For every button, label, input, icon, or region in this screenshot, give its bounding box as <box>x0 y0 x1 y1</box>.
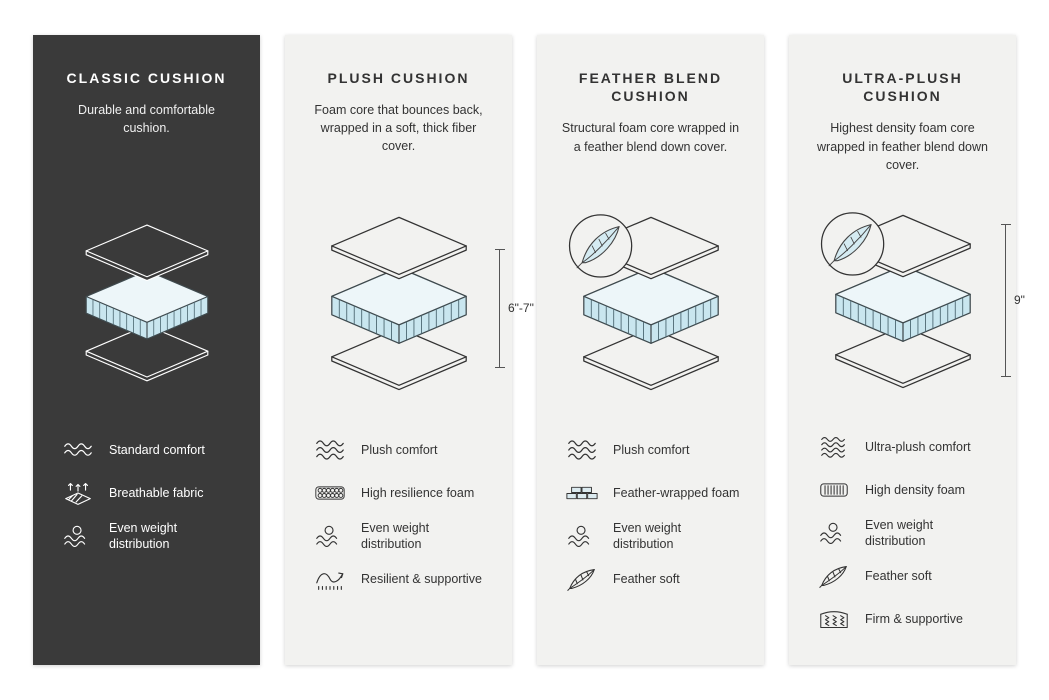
column-header: FEATHER BLEND CUSHION Structural foam co… <box>559 69 742 185</box>
feather-badge-icon <box>568 213 632 278</box>
cushion-illustration: 9" <box>811 184 1025 420</box>
cushion-illustration: 6"-7" <box>307 185 534 423</box>
column-title: ULTRA-PLUSH CUSHION <box>842 70 963 105</box>
feather-badge-icon <box>820 211 884 276</box>
feature-label: Plush comfort <box>613 442 690 457</box>
column-title: FEATHER BLEND CUSHION <box>578 70 723 105</box>
column-header: ULTRA-PLUSH CUSHION Highest density foam… <box>811 69 994 184</box>
column-ultra-plush-cushion: ULTRA-PLUSH CUSHION Highest density foam… <box>789 35 1025 665</box>
feature-item: Plush comfort <box>565 433 742 467</box>
bricks-icon <box>566 486 598 500</box>
height-measure: 6"-7" <box>495 249 534 368</box>
feature-label: Even weight distribution <box>613 520 682 551</box>
density-icon <box>820 483 848 497</box>
feature-label: Resilient & supportive <box>361 571 482 586</box>
feature-label: Even weight distribution <box>865 517 934 548</box>
even-weight-icon <box>820 522 842 544</box>
coils-icon <box>820 611 848 629</box>
column-feather-blend-cushion: FEATHER BLEND CUSHION Structural foam co… <box>537 35 764 665</box>
waves-3-icon <box>316 440 344 460</box>
even-weight-icon <box>568 525 590 547</box>
feather-icon <box>819 566 847 588</box>
feature-list: Plush comfort High resilience foam Even … <box>307 433 490 605</box>
feather-icon <box>567 569 595 591</box>
feature-label: Ultra-plush comfort <box>865 439 971 454</box>
feature-item: Feather soft <box>817 559 994 593</box>
feature-label: Breathable fabric <box>109 485 204 500</box>
foam-cells-icon <box>315 486 345 500</box>
column-classic-cushion: CLASSIC CUSHION Durable and comfortable … <box>33 35 260 665</box>
feature-item: High resilience foam <box>313 476 490 510</box>
height-measure-label: 9" <box>1014 293 1025 308</box>
spring-icon <box>316 572 344 590</box>
feature-item: Feather-wrapped foam <box>565 476 742 510</box>
feature-list: Ultra-plush comfort High density foam Ev… <box>811 430 994 645</box>
feature-label: Even weight distribution <box>361 520 430 551</box>
feature-item: Resilient & supportive <box>313 562 490 596</box>
feature-item: Breathable fabric <box>61 476 238 510</box>
feature-item: Ultra-plush comfort <box>817 430 994 464</box>
feature-label: Feather soft <box>613 571 680 586</box>
feature-label: High resilience foam <box>361 485 475 500</box>
feature-list: Plush comfort Feather-wrapped foam Even … <box>559 433 742 605</box>
feature-label: Firm & supportive <box>865 611 963 626</box>
feature-item: Even weight distribution <box>61 519 238 553</box>
feature-item: Even weight distribution <box>565 519 742 553</box>
even-weight-icon <box>64 525 86 547</box>
feature-item: Feather soft <box>565 562 742 596</box>
column-description: Durable and comfortable cushion. <box>78 103 215 136</box>
cushion-layers-icon <box>330 216 467 390</box>
column-title: PLUSH CUSHION <box>327 70 470 86</box>
feature-label: Even weight distribution <box>109 520 178 551</box>
height-measure-label: 6"-7" <box>508 301 534 315</box>
waves-4-icon <box>821 436 845 458</box>
cushion-illustration <box>559 185 742 423</box>
cushion-illustration <box>55 185 238 423</box>
feature-item: Even weight distribution <box>817 516 994 550</box>
cushion-layers-icon <box>820 211 971 388</box>
feature-item: Standard comfort <box>61 433 238 467</box>
waves-3-icon <box>568 440 596 460</box>
height-measure: 9" <box>1001 224 1025 378</box>
even-weight-icon <box>316 525 338 547</box>
feature-item: High density foam <box>817 473 994 507</box>
feature-list: Standard comfort Breathable fabric Even … <box>55 433 238 562</box>
feature-label: Standard comfort <box>109 442 205 457</box>
feature-item: Plush comfort <box>313 433 490 467</box>
column-plush-cushion: PLUSH CUSHION Foam core that bounces bac… <box>285 35 534 665</box>
breathable-icon <box>65 482 91 505</box>
feature-label: Plush comfort <box>361 442 438 457</box>
column-header: CLASSIC CUSHION Durable and comfortable … <box>55 69 238 185</box>
waves-2-icon <box>64 443 92 456</box>
feature-item: Firm & supportive <box>817 602 994 636</box>
column-title: CLASSIC CUSHION <box>66 70 227 86</box>
cushion-layers-icon <box>85 224 208 382</box>
column-description: Structural foam core wrapped in a feathe… <box>561 121 740 154</box>
feature-item: Even weight distribution <box>313 519 490 553</box>
feature-label: Feather-wrapped foam <box>613 485 740 500</box>
feature-label: Feather soft <box>865 568 932 583</box>
column-header: PLUSH CUSHION Foam core that bounces bac… <box>307 69 490 185</box>
cushion-layers-icon <box>568 213 719 390</box>
feature-label: High density foam <box>865 482 966 497</box>
column-description: Foam core that bounces back, wrapped in … <box>314 103 483 154</box>
column-description: Highest density foam core wrapped in fea… <box>817 121 988 172</box>
